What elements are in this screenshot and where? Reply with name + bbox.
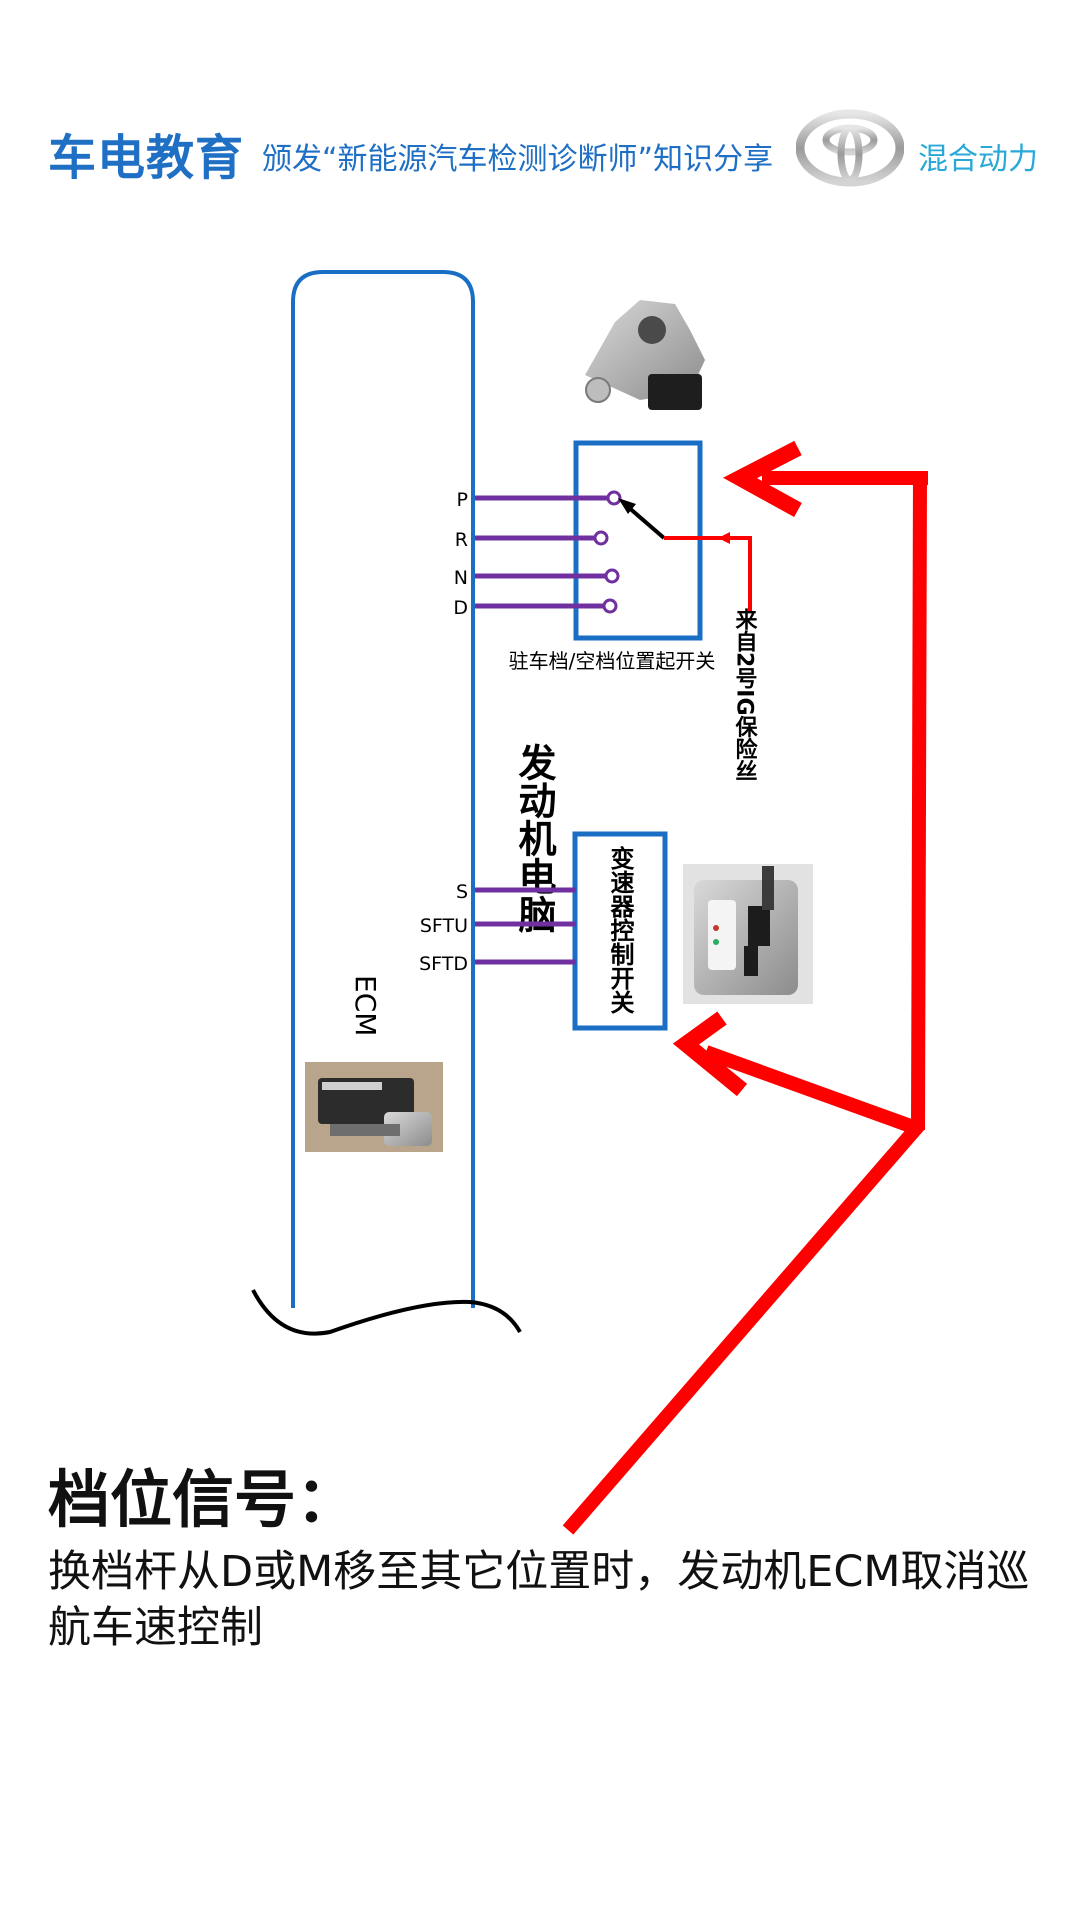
park-switch-caption: 驻车档/空档位置起开关	[509, 649, 716, 673]
header: 车电教育 颁发“新能源汽车检测诊断师”知识分享 混合动力	[0, 108, 1080, 208]
description: 档位信号： 换档杆从D或M移至其它位置时，发动机ECM取消巡航车速控制	[48, 1462, 1048, 1656]
shift-switch-label: 变速器控制开关	[606, 845, 635, 1015]
fuse-label: 来自2号IG保险丝	[732, 608, 759, 782]
terminal-r-label: R	[455, 529, 468, 551]
ecm-label-cn: 发动机电脑	[366, 743, 556, 934]
ecm-label-en: ECM	[349, 975, 382, 1036]
ecm-label: 发动机电脑	[366, 743, 556, 934]
terminal-sftu-label: SFTU	[420, 915, 468, 937]
terminal-n-label: N	[454, 567, 468, 589]
switch-lever-arrowhead	[618, 498, 636, 514]
shift-control-switch-box	[572, 831, 668, 1031]
terminal-p-label: P	[457, 489, 468, 511]
shift-wires	[475, 887, 576, 965]
red-arrow-vertical	[911, 473, 927, 1131]
description-title: 档位信号：	[48, 1463, 359, 1536]
terminal-r-contact	[593, 530, 609, 546]
header-tagline: 颁发“新能源汽车检测诊断师”知识分享	[262, 142, 774, 177]
terminal-d-label: D	[453, 597, 468, 619]
red-arrows	[562, 440, 928, 1535]
park-neutral-switch-photo	[585, 300, 705, 410]
red-arrowhead-top	[723, 440, 802, 518]
hybrid-label: 混合动力	[918, 142, 1038, 177]
terminal-p-contact	[606, 490, 622, 506]
ecm-unit-photo	[305, 1062, 443, 1152]
fuse-wire-arrow	[718, 532, 730, 544]
terminal-n-contact	[604, 568, 620, 584]
red-arrow-lower-diagonal	[703, 1045, 919, 1135]
description-body: 换档杆从D或M移至其它位置时，发动机ECM取消巡航车速控制	[48, 1547, 1030, 1653]
red-arrow-main	[562, 1119, 926, 1535]
ecm-outline	[291, 270, 475, 1308]
shift-lever-photo	[683, 864, 813, 1004]
fuse-supply-wire	[664, 536, 752, 612]
red-arrowhead-lower	[672, 1011, 748, 1097]
toyota-logo-icon	[796, 109, 904, 187]
switch-lever	[625, 504, 666, 540]
terminal-d-contact	[602, 598, 618, 614]
terminal-s-label: S	[456, 881, 468, 903]
terminal-sftd-label: SFTD	[419, 953, 468, 975]
ecm-break-line	[251, 1289, 522, 1336]
prnd-wires	[475, 490, 622, 614]
brand-title: 车电教育	[48, 130, 245, 186]
